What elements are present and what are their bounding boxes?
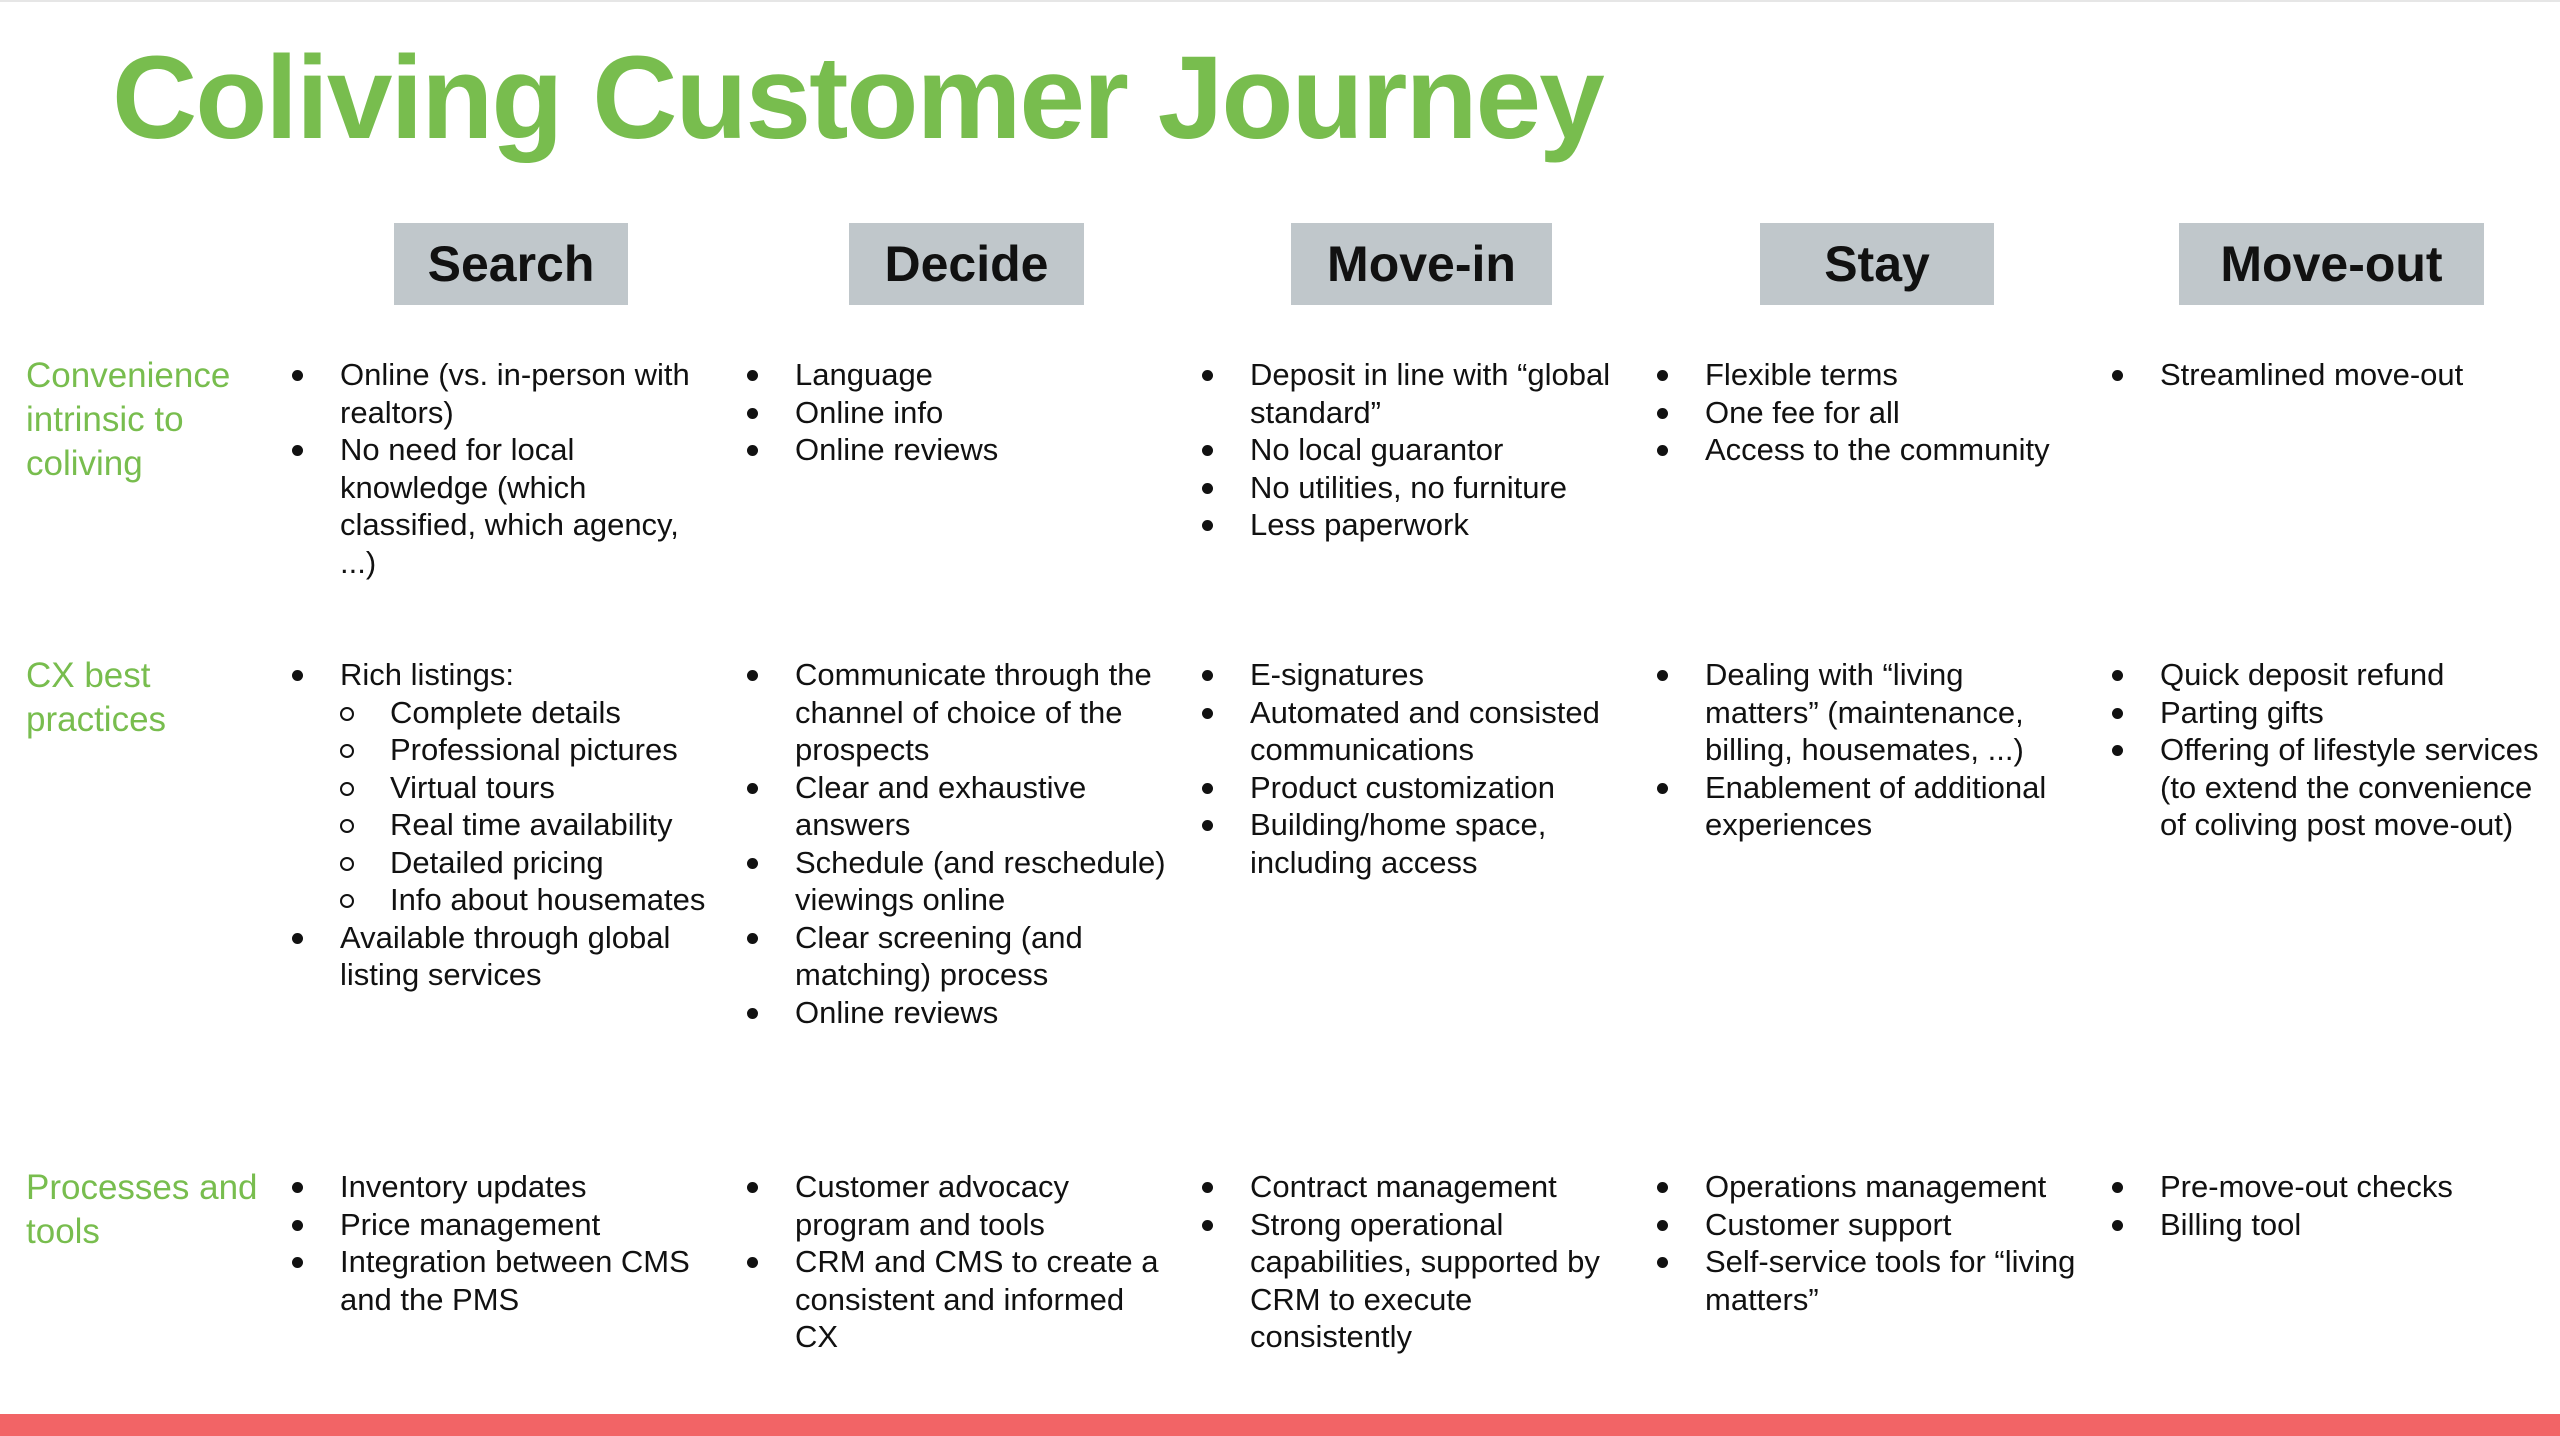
row-label-convenience: Convenience intrinsic to coliving — [26, 356, 231, 483]
cell-convenience-move-in: Deposit in line with “global standard”No… — [1200, 356, 1630, 544]
stage-header-search: Search — [394, 223, 628, 305]
list-item: Communicate through the channel of choic… — [745, 656, 1175, 769]
list-item: No need for local knowledge (which class… — [290, 431, 720, 581]
list-item: Parting gifts — [2110, 694, 2540, 732]
list-item: Billing tool — [2110, 1206, 2540, 1244]
cell-convenience-search: Online (vs. in-person with realtors)No n… — [290, 356, 720, 581]
list-item: Integration between CMS and the PMS — [290, 1243, 720, 1318]
list-item: Online (vs. in-person with realtors) — [290, 356, 720, 431]
list-item: Product customization — [1200, 769, 1630, 807]
list-item: E-signatures — [1200, 656, 1630, 694]
row-label-cx-best-practices: CX best practices — [26, 656, 167, 739]
list-item: Available through global listing service… — [290, 919, 720, 994]
sub-list-item: Professional pictures — [290, 731, 720, 769]
cell-convenience-move-out: Streamlined move-out — [2110, 356, 2540, 394]
list-item: Strong operational capabilities, support… — [1200, 1206, 1630, 1356]
sub-list-item: Info about housemates — [290, 881, 720, 919]
footer-accent-bar — [0, 1414, 2560, 1436]
list-item: Building/home space, including access — [1200, 806, 1630, 881]
list-item: Less paperwork — [1200, 506, 1630, 544]
sub-list-item: Complete details — [290, 694, 720, 732]
row-label-processes-and-tools: Processes and tools — [26, 1168, 258, 1251]
list-item: Offering of lifestyle services (to exten… — [2110, 731, 2540, 844]
list-item: One fee for all — [1655, 394, 2085, 432]
list-item: Self-service tools for “living matters” — [1655, 1243, 2085, 1318]
stage-header-stay: Stay — [1760, 223, 1994, 305]
list-item: Streamlined move-out — [2110, 356, 2540, 394]
list-item: CRM and CMS to create a consistent and i… — [745, 1243, 1175, 1356]
list-item: Clear and exhaustive answers — [745, 769, 1175, 844]
list-item: Pre-move-out checks — [2110, 1168, 2540, 1206]
list-item: Rich listings: — [290, 656, 720, 694]
list-item: Enablement of additional experiences — [1655, 769, 2085, 844]
list-item: Inventory updates — [290, 1168, 720, 1206]
list-item: Automated and consisted communications — [1200, 694, 1630, 769]
list-item: No local guarantor — [1200, 431, 1630, 469]
list-item: Deposit in line with “global standard” — [1200, 356, 1630, 431]
stage-header-decide: Decide — [849, 223, 1084, 305]
list-item: Online info — [745, 394, 1175, 432]
list-item: Customer advocacy program and tools — [745, 1168, 1175, 1243]
list-item: Online reviews — [745, 994, 1175, 1032]
list-item: Schedule (and reschedule) viewings onlin… — [745, 844, 1175, 919]
sub-list-item: Virtual tours — [290, 769, 720, 807]
list-item: Price management — [290, 1206, 720, 1244]
list-item: No utilities, no furniture — [1200, 469, 1630, 507]
list-item: Flexible terms — [1655, 356, 2085, 394]
list-item: Dealing with “living matters” (maintenan… — [1655, 656, 2085, 769]
top-divider — [0, 0, 2560, 2]
sub-list-item: Real time availability — [290, 806, 720, 844]
list-item: Contract management — [1200, 1168, 1630, 1206]
stage-header-move-in: Move-in — [1291, 223, 1552, 305]
cell-cx-stay: Dealing with “living matters” (maintenan… — [1655, 656, 2085, 844]
list-item: Language — [745, 356, 1175, 394]
page-title: Coliving Customer Journey — [112, 32, 1605, 164]
stage-header-move-out: Move-out — [2179, 223, 2484, 305]
list-item: Customer support — [1655, 1206, 2085, 1244]
list-item: Clear screening (and matching) process — [745, 919, 1175, 994]
list-item: Quick deposit refund — [2110, 656, 2540, 694]
sub-list-item: Detailed pricing — [290, 844, 720, 882]
cell-cx-decide: Communicate through the channel of choic… — [745, 656, 1175, 1031]
list-item: Online reviews — [745, 431, 1175, 469]
list-item: Operations management — [1655, 1168, 2085, 1206]
list-item: Access to the community — [1655, 431, 2085, 469]
